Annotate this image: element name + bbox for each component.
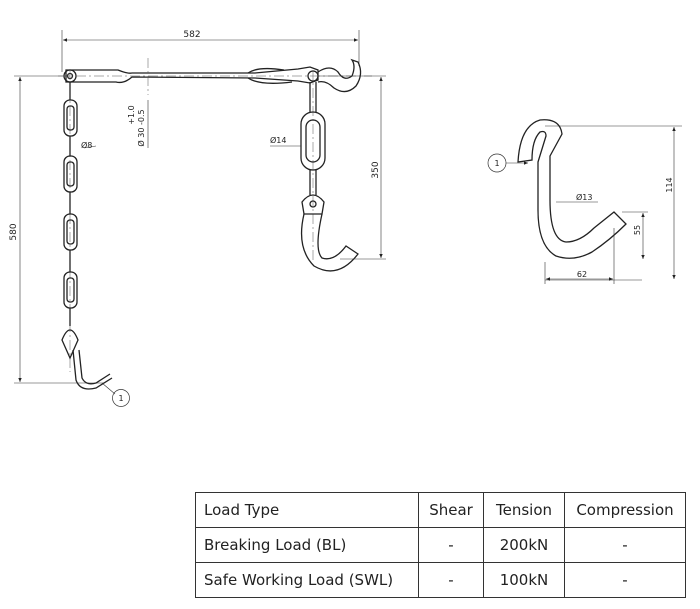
hook-detail: 114 Ø13 55 62 — [517, 119, 682, 284]
cell-shear: - — [418, 527, 484, 563]
cell-tension: 200kN — [483, 527, 565, 563]
row-label: Safe Working Load (SWL) — [195, 562, 419, 598]
detail-callout-number: 1 — [494, 159, 499, 168]
cell-compression: - — [564, 562, 686, 598]
detail-callout: 1 — [487, 153, 528, 173]
header-tension: Tension — [483, 492, 565, 528]
detail-width-label: 62 — [577, 270, 587, 279]
technical-drawing: 582 580 +1.0 Ø 30 -0.5 — [9, 30, 682, 407]
height-dimension: 580 — [9, 75, 104, 384]
table-row: Breaking Load (BL) - 200kN - — [195, 527, 686, 563]
hook-drop-dimension: 350 — [318, 75, 386, 260]
link-diameter-label: Ø14 — [270, 135, 286, 145]
bar-diameter: Ø 30 -0.5 — [136, 109, 146, 146]
length-label: 582 — [183, 30, 200, 40]
hook-drop-label: 350 — [371, 161, 381, 178]
length-dimension: 582 — [61, 30, 360, 72]
table-header-row: Load Type Shear Tension Compression — [195, 492, 686, 528]
bar-tolerance: +1.0 — [127, 105, 136, 124]
detail-wire-label: Ø13 — [576, 192, 592, 202]
chain-wire-label: Ø8 — [81, 140, 92, 150]
height-label: 580 — [9, 223, 19, 240]
row-label: Breaking Load (BL) — [195, 527, 419, 563]
cell-compression: - — [564, 527, 686, 563]
load-table: Load Type Shear Tension Compression Brea… — [195, 492, 686, 598]
cell-tension: 100kN — [483, 562, 565, 598]
detail-offset-label: 55 — [633, 225, 642, 235]
left-chain: Ø8 — [61, 70, 113, 390]
chain-callout-number: 1 — [118, 394, 123, 403]
header-shear: Shear — [418, 492, 484, 528]
header-compression: Compression — [564, 492, 686, 528]
table-row: Safe Working Load (SWL) - 100kN - — [195, 562, 686, 598]
bar-diameter-dimension: +1.0 Ø 30 -0.5 — [127, 100, 149, 148]
chain-callout: 1 — [101, 382, 130, 407]
detail-height-label: 114 — [665, 177, 674, 192]
right-hook-assembly: Ø14 — [270, 70, 359, 272]
header-load-type: Load Type — [195, 492, 419, 528]
lever-bar — [58, 58, 372, 95]
cell-shear: - — [418, 562, 484, 598]
